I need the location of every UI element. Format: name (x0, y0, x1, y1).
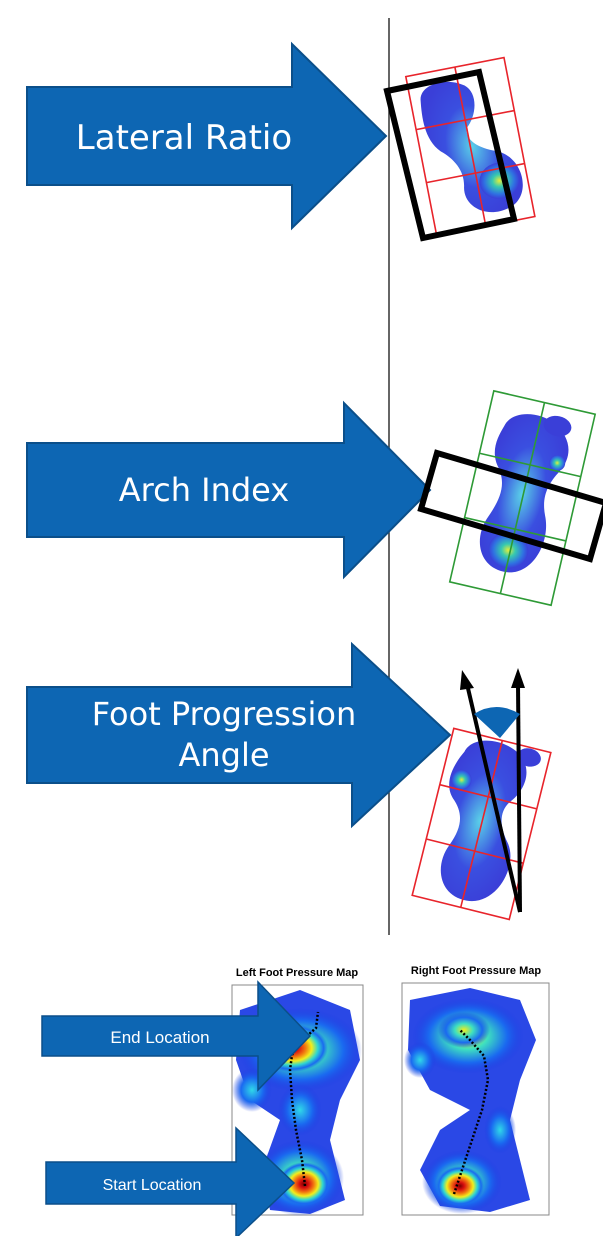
green-grid (448, 389, 597, 607)
forefoot-hotspot (451, 769, 472, 790)
left-map-title: Left Foot Pressure Map (236, 967, 359, 979)
fpa-label-line1: Foot Progression (92, 695, 356, 733)
fpa-section: Foot Progression Angle (26, 641, 552, 921)
arch-index-arrow (26, 400, 432, 580)
end-location-arrow (41, 980, 312, 1092)
lateral-ratio-arrow (26, 41, 388, 231)
fpa-label-line2: Angle (178, 736, 269, 774)
foot-axis-line (465, 683, 522, 913)
arch-index-bounding-box (417, 449, 603, 563)
angle-arc-wedge (474, 707, 520, 738)
right-foot-heatmap (404, 988, 536, 1214)
toe-blob (517, 748, 541, 767)
toe-blob (543, 415, 572, 437)
right-cop-trajectory (452, 1029, 490, 1195)
lateral-ratio-bounding-box (383, 68, 518, 242)
red-grid (404, 56, 536, 237)
vertical-reference-line (516, 683, 522, 913)
lateral-ratio-label: Lateral Ratio (76, 118, 292, 158)
left-cop-trajectory (288, 1011, 320, 1187)
angle-lines (460, 668, 525, 913)
fpa-foot (411, 727, 552, 921)
heel-hotspot (488, 532, 529, 569)
lateral-ratio-section: Lateral Ratio (26, 41, 536, 242)
arch-index-label: Arch Index (119, 471, 289, 509)
right-map-title: Right Foot Pressure Map (411, 965, 541, 977)
pressure-maps-section: Left Foot Pressure Map Right Foot Pressu… (41, 965, 550, 1236)
end-location-label: End Location (110, 1028, 209, 1047)
fpa-arrow (26, 641, 452, 829)
forefoot-hotspot (549, 454, 566, 471)
arrowhead-right (511, 668, 525, 688)
start-location-arrow (45, 1126, 296, 1236)
arrowhead-left (460, 670, 474, 690)
start-location-label: Start Location (103, 1177, 202, 1194)
arch-index-section: Arch Index (26, 389, 603, 607)
arch-index-foot (448, 389, 597, 607)
